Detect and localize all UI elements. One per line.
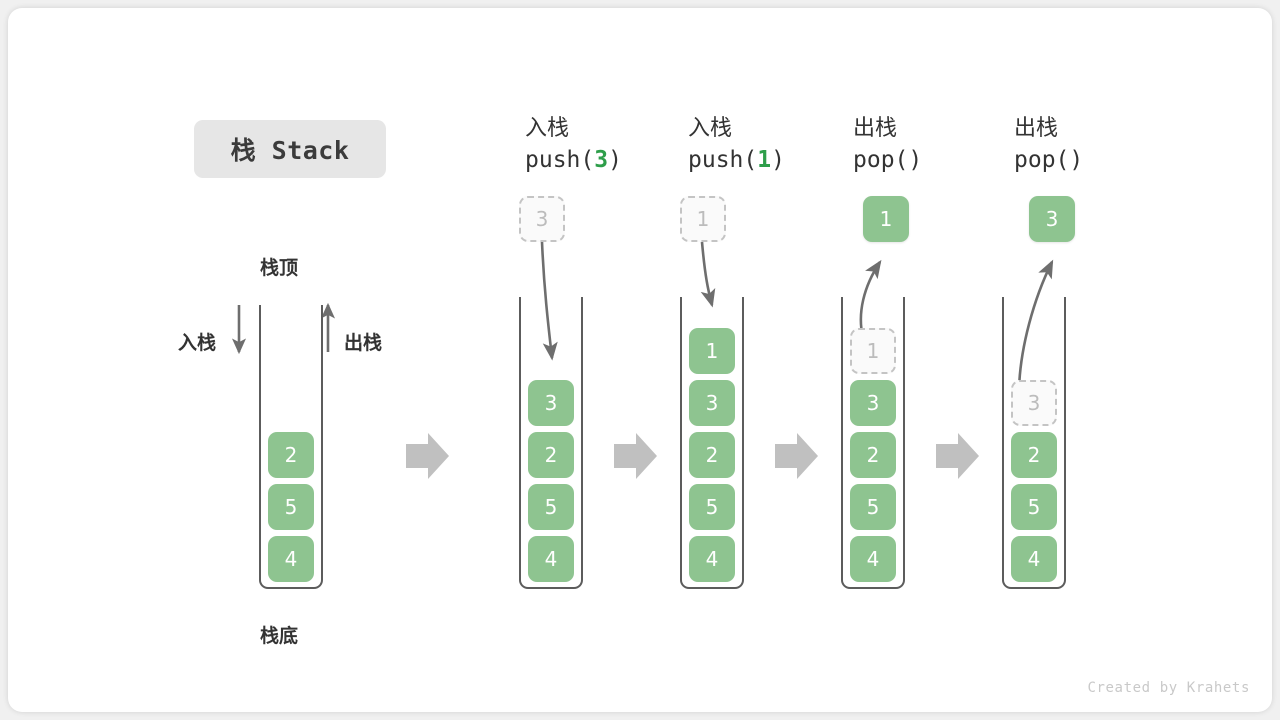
op-code-suffix: ) xyxy=(608,147,622,173)
stack-cell: 2 xyxy=(268,432,314,478)
flow-arrow-4 xyxy=(936,433,979,479)
stack-cell: 5 xyxy=(268,484,314,530)
stack-cell: 4 xyxy=(850,536,896,582)
stack-cell: 4 xyxy=(1011,536,1057,582)
op-label-cn: 出栈 xyxy=(1014,116,1059,141)
stack-cell: 4 xyxy=(268,536,314,582)
stack-cell: 4 xyxy=(528,536,574,582)
op-header-pop-2: 出栈 pop() xyxy=(1014,114,1083,176)
stack-cell: 2 xyxy=(528,432,574,478)
op-code-prefix: pop( xyxy=(1014,147,1070,173)
incoming-ghost-cell: 1 xyxy=(680,196,726,242)
stack-cell: 5 xyxy=(689,484,735,530)
title-badge-text: 栈 Stack xyxy=(230,136,350,165)
diagram-card: 栈 Stack 栈顶 入栈 出栈 2 5 4 栈底 入栈 push(3) 3 3… xyxy=(8,8,1272,712)
op-code-prefix: push( xyxy=(688,147,758,173)
incoming-ghost-cell: 3 xyxy=(519,196,565,242)
op-label-code: push(3) xyxy=(525,144,622,176)
outgoing-ghost-cell: 3 xyxy=(1011,380,1057,426)
op-code-arg: 1 xyxy=(757,147,772,173)
stack-cell: 1 xyxy=(689,328,735,374)
stack-cell: 5 xyxy=(528,484,574,530)
label-stack-bottom: 栈底 xyxy=(260,625,299,647)
op-header-push-1: 入栈 push(1) xyxy=(688,114,785,176)
stack-container-3 xyxy=(841,297,905,589)
flow-arrow-1 xyxy=(406,433,449,479)
stack-cell: 5 xyxy=(1011,484,1057,530)
stack-cell: 4 xyxy=(689,536,735,582)
op-header-push-3: 入栈 push(3) xyxy=(525,114,622,176)
op-label-cn: 出栈 xyxy=(853,116,898,141)
op-header-pop-1: 出栈 pop() xyxy=(853,114,922,176)
stack-container-0 xyxy=(259,305,323,589)
op-label-cn: 入栈 xyxy=(688,116,733,141)
op-code-prefix: pop( xyxy=(853,147,909,173)
stack-container-4 xyxy=(1002,297,1066,589)
stack-cell: 2 xyxy=(689,432,735,478)
stack-cell: 3 xyxy=(850,380,896,426)
ejected-cell: 1 xyxy=(863,196,909,242)
stack-cell: 2 xyxy=(850,432,896,478)
op-code-suffix: ) xyxy=(771,147,785,173)
flow-arrow-2 xyxy=(614,433,657,479)
op-label-code: pop() xyxy=(1014,144,1083,176)
push-curve-arrow-2 xyxy=(700,241,716,308)
op-label-code: pop() xyxy=(853,144,922,176)
op-code-prefix: push( xyxy=(525,147,595,173)
stack-container-1 xyxy=(519,297,583,589)
title-badge: 栈 Stack xyxy=(194,120,386,178)
stack-cell: 3 xyxy=(528,380,574,426)
label-stack-top: 栈顶 xyxy=(260,257,299,279)
flow-arrow-3 xyxy=(775,433,818,479)
footer-credit: Created by Krahets xyxy=(1087,680,1250,696)
ejected-cell: 3 xyxy=(1029,196,1075,242)
label-push-side: 入栈 xyxy=(178,332,217,354)
op-code-arg: 3 xyxy=(594,147,609,173)
op-label-code: push(1) xyxy=(688,144,785,176)
stack-cell: 5 xyxy=(850,484,896,530)
stack-cell: 3 xyxy=(689,380,735,426)
op-label-cn: 入栈 xyxy=(525,116,570,141)
outgoing-ghost-cell: 1 xyxy=(850,328,896,374)
label-pop-side: 出栈 xyxy=(344,332,383,354)
stack-container-2 xyxy=(680,297,744,589)
op-code-suffix: ) xyxy=(908,147,923,173)
stack-cell: 2 xyxy=(1011,432,1057,478)
op-code-suffix: ) xyxy=(1069,147,1084,173)
